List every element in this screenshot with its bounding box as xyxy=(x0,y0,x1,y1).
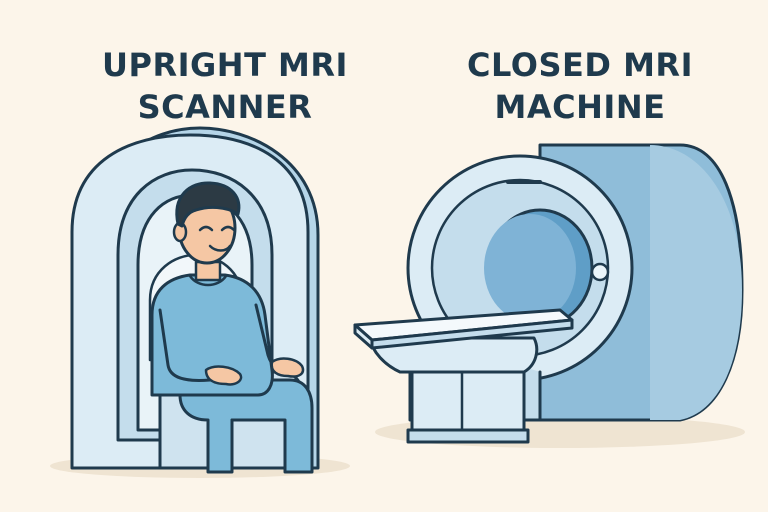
closed-caption-line-1: CLOSED MRI xyxy=(467,46,693,84)
table-carriage xyxy=(368,336,539,374)
upright-mri-scanner xyxy=(50,126,350,478)
table-pedestal xyxy=(410,368,526,432)
patient-hair xyxy=(175,181,241,228)
closed-mri-machine xyxy=(353,143,745,448)
upright-caption-line-2: SCANNER xyxy=(137,88,313,126)
seated-patient xyxy=(150,181,314,474)
closed-caption-line-2: MACHINE xyxy=(494,88,666,126)
upright-mri-caption: UPRIGHT MRI SCANNER xyxy=(60,44,390,128)
patient-table xyxy=(353,308,574,444)
closed-mri-caption: CLOSED MRI MACHINE xyxy=(430,44,730,128)
patient-shirt xyxy=(150,273,274,397)
upright-caption-line-1: UPRIGHT MRI xyxy=(102,46,348,84)
